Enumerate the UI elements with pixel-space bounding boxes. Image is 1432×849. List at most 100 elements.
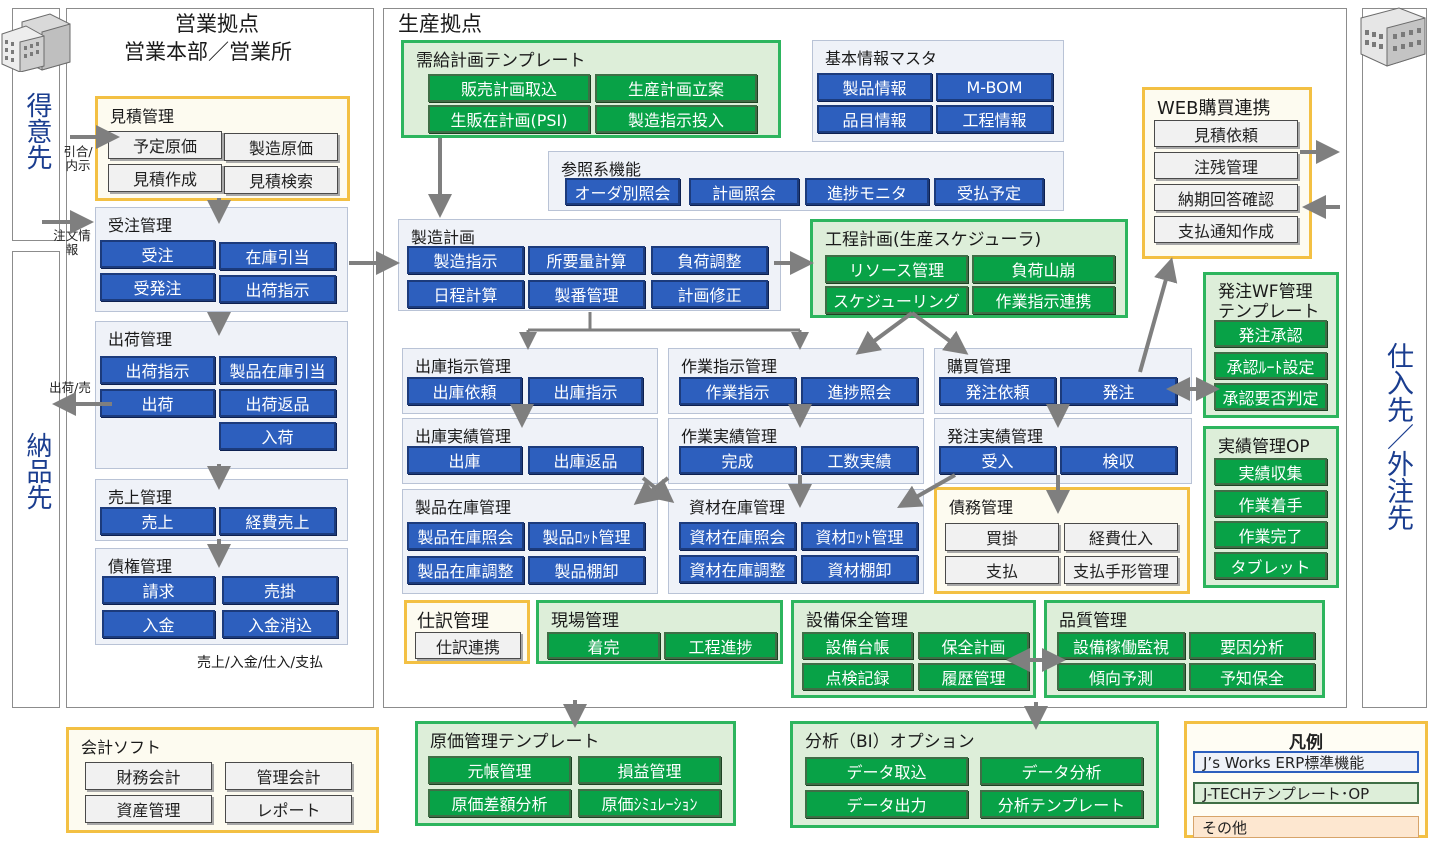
progress-inquiry-button[interactable]: 進捗照会 xyxy=(801,377,918,405)
payment-received-button[interactable]: 入金 xyxy=(102,610,215,638)
receivable-button[interactable]: 売掛 xyxy=(222,576,338,604)
plan-inquiry-button[interactable]: 計画照会 xyxy=(689,178,799,205)
approval-route-button[interactable]: 承認ﾙｰﾄ設定 xyxy=(1214,352,1327,379)
issue-instruction-button[interactable]: 出庫指示 xyxy=(528,377,643,405)
mfg-order-input-button[interactable]: 製造指示投入 xyxy=(595,105,757,133)
po-request-button[interactable]: 発注依頼 xyxy=(939,377,1056,405)
journal-link-button[interactable]: 仕訳連携 xyxy=(415,632,521,659)
work-finish-button[interactable]: 作業完了 xyxy=(1214,521,1327,548)
promissory-note-button[interactable]: 支払手形管理 xyxy=(1064,556,1178,584)
search-quote-button[interactable]: 見積検索 xyxy=(224,166,338,194)
payment-button[interactable]: 支払 xyxy=(945,556,1059,584)
ship-return-button[interactable]: 出荷返品 xyxy=(219,389,336,417)
po-button[interactable]: 発注 xyxy=(1060,377,1177,405)
create-quote-button[interactable]: 見積作成 xyxy=(108,164,222,192)
report-button[interactable]: レポート xyxy=(225,795,352,823)
issue-return-button[interactable]: 出庫返品 xyxy=(528,446,643,474)
ship-instruction-button-2[interactable]: 出荷指示 xyxy=(100,356,215,384)
data-import-button[interactable]: データ取込 xyxy=(805,757,968,785)
ship-instruction-button[interactable]: 出荷指示 xyxy=(219,275,336,303)
ledger-button[interactable]: 元帳管理 xyxy=(428,756,571,784)
product-stock-adjust-button[interactable]: 製品在庫調整 xyxy=(407,556,524,584)
billing-button[interactable]: 請求 xyxy=(102,576,215,604)
schedule-calc-button[interactable]: 日程計算 xyxy=(407,280,524,308)
inspection-record-button[interactable]: 点検記録 xyxy=(802,663,913,690)
ship-button[interactable]: 出荷 xyxy=(100,389,215,417)
work-start-button[interactable]: 作業着手 xyxy=(1214,490,1327,517)
expense-sales-button[interactable]: 経費売上 xyxy=(219,507,336,535)
equipment-ledger-button[interactable]: 設備台帳 xyxy=(802,632,913,659)
financial-accounting-button[interactable]: 財務会計 xyxy=(85,762,212,790)
payment-notice-button[interactable]: 支払通知作成 xyxy=(1154,216,1298,243)
item-info-button[interactable]: 品目情報 xyxy=(817,105,932,133)
cost-variance-button[interactable]: 原価差額分析 xyxy=(428,789,571,817)
product-stock-allocation-button[interactable]: 製品在庫引当 xyxy=(219,356,336,384)
job-number-button[interactable]: 製番管理 xyxy=(528,280,645,308)
load-leveling-button[interactable]: 負荷山崩 xyxy=(972,255,1115,283)
stock-allocation-button[interactable]: 在庫引当 xyxy=(219,242,336,270)
maintenance-plan-button[interactable]: 保全計画 xyxy=(918,632,1029,659)
sales-plan-import-button[interactable]: 販売計画取込 xyxy=(428,74,590,102)
material-stock-inquiry-button[interactable]: 資材在庫照会 xyxy=(679,522,796,550)
data-analysis-button[interactable]: データ分析 xyxy=(980,757,1143,785)
po-approval-button[interactable]: 発注承認 xyxy=(1214,320,1327,347)
load-adjust-button[interactable]: 負荷調整 xyxy=(651,246,768,274)
receipt-issue-plan-button[interactable]: 受払予定 xyxy=(934,178,1044,205)
material-stock-adjust-button[interactable]: 資材在庫調整 xyxy=(679,555,796,583)
plan-modify-button[interactable]: 計画修正 xyxy=(651,280,768,308)
manufacturing-cost-button[interactable]: 製造原価 xyxy=(224,133,338,161)
process-info-button[interactable]: 工程情報 xyxy=(936,105,1053,133)
receiving-button[interactable]: 入荷 xyxy=(219,422,336,450)
history-mgmt-button[interactable]: 履歴管理 xyxy=(918,663,1029,690)
resource-mgmt-button[interactable]: リソース管理 xyxy=(825,255,968,283)
material-lot-button[interactable]: 資材ﾛｯﾄ管理 xyxy=(801,522,918,550)
order-button[interactable]: 受注 xyxy=(100,240,215,268)
material-stocktake-button[interactable]: 資材棚卸 xyxy=(801,555,918,583)
product-stocktake-button[interactable]: 製品棚卸 xyxy=(528,556,645,584)
trend-forecast-button[interactable]: 傾向予測 xyxy=(1057,663,1185,690)
result-collect-button[interactable]: 実績収集 xyxy=(1214,458,1327,485)
work-instruction-link-button[interactable]: 作業指示連携 xyxy=(972,286,1115,314)
payment-reconcile-button[interactable]: 入金消込 xyxy=(222,610,338,638)
issue-request-button[interactable]: 出庫依頼 xyxy=(407,377,522,405)
inspection-button[interactable]: 検収 xyxy=(1060,446,1177,474)
labor-result-button[interactable]: 工数実績 xyxy=(801,446,918,474)
equipment-monitor-button[interactable]: 設備稼働監視 xyxy=(1057,632,1185,659)
quote-request-button[interactable]: 見積依頼 xyxy=(1154,120,1298,147)
progress-monitor-button[interactable]: 進捗モニタ xyxy=(805,178,929,205)
requirement-calc-button[interactable]: 所要量計算 xyxy=(528,246,645,274)
factor-analysis-button[interactable]: 要因分析 xyxy=(1189,632,1315,659)
supplier-building-icon xyxy=(1360,7,1426,67)
expense-purchase-button[interactable]: 経費仕入 xyxy=(1064,523,1178,551)
tablet-button[interactable]: タブレット xyxy=(1214,552,1327,579)
backorder-button[interactable]: 注残管理 xyxy=(1154,152,1298,179)
order-placement-button[interactable]: 受発注 xyxy=(100,273,215,301)
issue-button[interactable]: 出庫 xyxy=(407,446,522,474)
order-inquiry-button[interactable]: オーダ別照会 xyxy=(565,178,680,205)
profit-loss-button[interactable]: 損益管理 xyxy=(578,756,721,784)
process-progress-button[interactable]: 工程進捗 xyxy=(664,632,777,659)
product-stock-inquiry-button[interactable]: 製品在庫照会 xyxy=(407,522,524,550)
mfg-instruction-button[interactable]: 製造指示 xyxy=(407,246,524,274)
predictive-maintenance-button[interactable]: 予知保全 xyxy=(1189,663,1315,690)
asset-management-button[interactable]: 資産管理 xyxy=(85,795,212,823)
sales-button[interactable]: 売上 xyxy=(100,507,215,535)
product-lot-button[interactable]: 製品ﾛｯﾄ管理 xyxy=(528,522,645,550)
completion-button[interactable]: 完成 xyxy=(679,446,796,474)
psi-plan-button[interactable]: 生販在計画(PSI) xyxy=(428,105,590,133)
work-instruction-button[interactable]: 作業指示 xyxy=(679,377,796,405)
cost-simulation-button[interactable]: 原価ｼﾐｭﾚｰｼｮﾝ xyxy=(578,789,721,817)
approval-judge-button[interactable]: 承認要否判定 xyxy=(1214,383,1327,410)
production-plan-button[interactable]: 生産計画立案 xyxy=(595,74,757,102)
scheduling-button[interactable]: スケジューリング xyxy=(825,286,968,314)
product-info-button[interactable]: 製品情報 xyxy=(817,73,932,101)
data-export-button[interactable]: データ出力 xyxy=(805,790,968,818)
delivery-answer-button[interactable]: 納期回答確認 xyxy=(1154,184,1298,211)
payable-button[interactable]: 買掛 xyxy=(945,523,1059,551)
start-complete-button[interactable]: 着完 xyxy=(547,632,660,659)
receipt-button[interactable]: 受入 xyxy=(939,446,1056,474)
mbom-button[interactable]: M-BOM xyxy=(936,73,1053,101)
analysis-template-button[interactable]: 分析テンプレート xyxy=(980,790,1143,818)
planned-cost-button[interactable]: 予定原価 xyxy=(108,131,222,159)
management-accounting-button[interactable]: 管理会計 xyxy=(225,762,352,790)
